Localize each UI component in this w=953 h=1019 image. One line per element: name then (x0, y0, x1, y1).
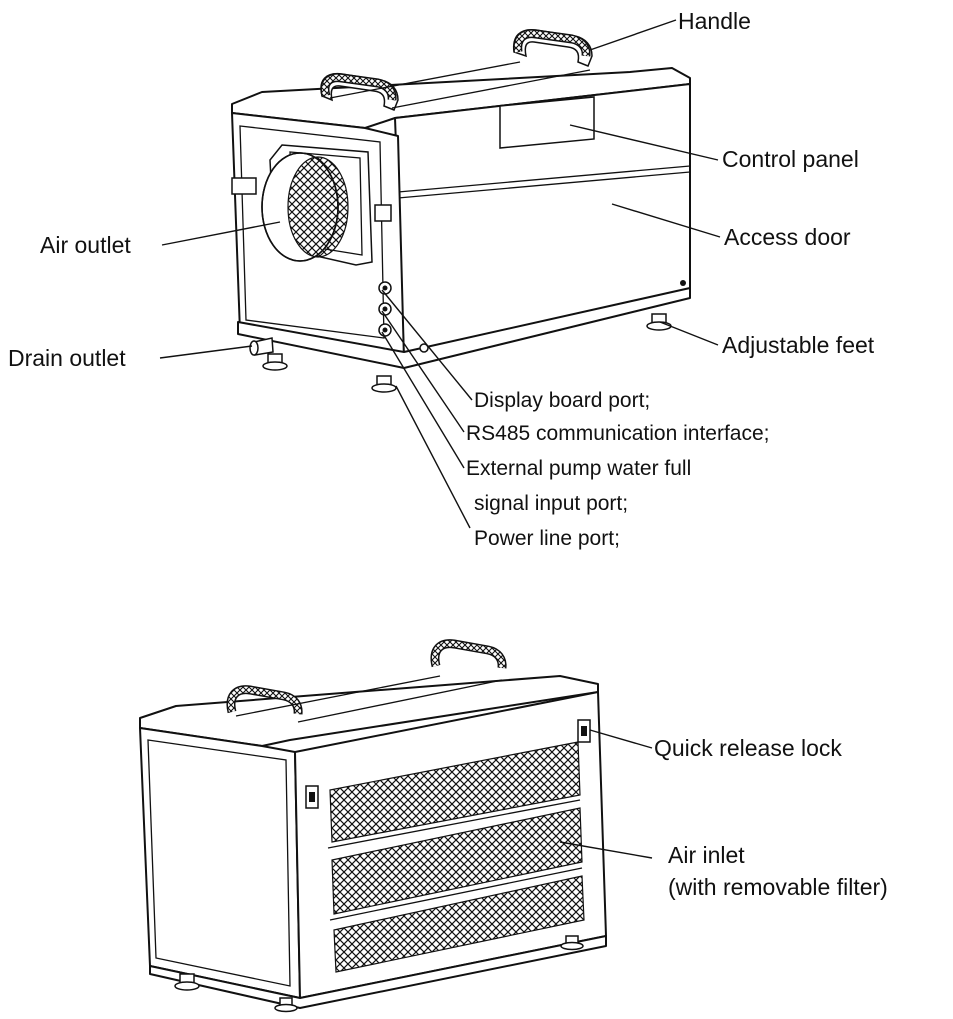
top-unit-handles (320, 28, 593, 111)
label-port-rs485: RS485 communication interface; (466, 422, 770, 445)
label-port-power-line: Power line port; (474, 527, 620, 550)
label-air-outlet: Air outlet (40, 232, 131, 258)
label-handle: Handle (678, 8, 751, 34)
label-quick-release-lock: Quick release lock (654, 735, 842, 761)
leader-lines (159, 19, 721, 859)
label-adjustable-feet: Adjustable feet (722, 332, 875, 358)
air-inlet-grille-upper (329, 741, 581, 843)
air-inlet-grille-middle (331, 807, 583, 915)
label-port-pump-line2: signal input port; (474, 492, 628, 515)
label-drain-outlet: Drain outlet (8, 345, 126, 371)
air-inlet-grille-lower (333, 875, 585, 973)
label-air-inlet-note: (with removable filter) (668, 874, 888, 900)
label-air-inlet: Air inlet (668, 842, 745, 868)
callout-labels: Handle Control panel Access door Air out… (8, 8, 888, 900)
label-port-display-board: Display board port; (474, 389, 650, 412)
label-port-pump-line1: External pump water full (466, 457, 691, 480)
label-control-panel: Control panel (722, 146, 859, 172)
bottom-unit-feet (174, 935, 584, 1013)
top-unit-feet (262, 313, 672, 393)
top-unit-illustration (231, 28, 691, 393)
control-panel-window (499, 96, 595, 149)
bottom-unit-illustration (139, 639, 607, 1013)
bottom-unit-handles (226, 639, 507, 723)
label-access-door: Access door (724, 224, 851, 250)
